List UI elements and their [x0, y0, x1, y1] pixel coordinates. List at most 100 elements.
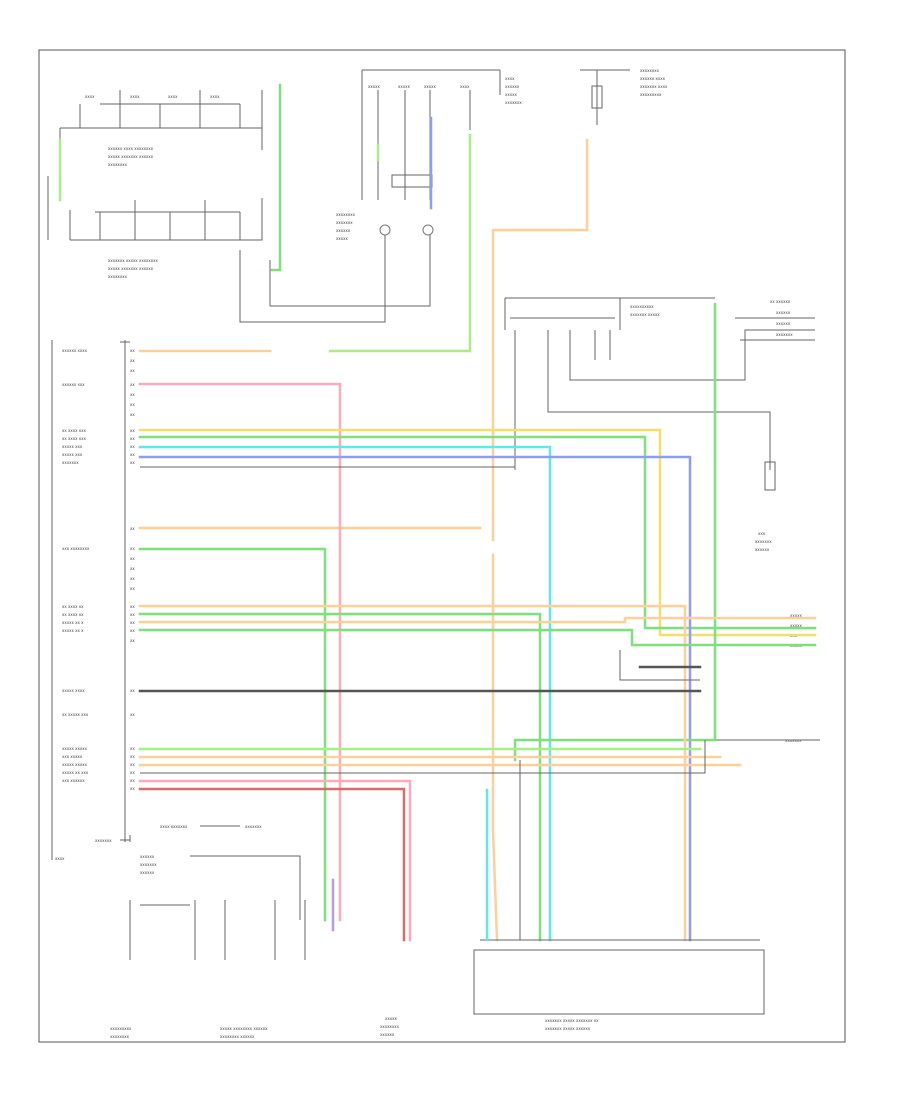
- svg-text:xxxx: xxxx: [55, 856, 65, 861]
- svg-text:xxxxx xxxxx: xxxxx xxxxx: [62, 746, 88, 751]
- svg-text:xxxx xxxxxxx: xxxx xxxxxxx: [160, 824, 188, 829]
- svg-text:xx xxxx xx: xx xxxx xx: [62, 604, 84, 609]
- svg-text:xxxxxx: xxxxxx: [380, 1032, 395, 1037]
- wire-orange-mid-2: [138, 616, 817, 624]
- svg-text:xxxxx: xxxxx: [385, 1016, 397, 1021]
- svg-text:xxxxx xxxxxxx xxxxxx: xxxxx xxxxxxx xxxxxx: [108, 266, 154, 271]
- svg-text:xxxxxxxx: xxxxxxxx: [108, 162, 128, 167]
- wire-green-serial-data-2: [328, 133, 472, 353]
- wire-orange-right: [491, 138, 589, 542]
- svg-text:xx: xx: [130, 526, 135, 531]
- svg-text:xx: xx: [130, 586, 135, 591]
- svg-text:xx: xx: [130, 436, 135, 441]
- svg-text:xx: xx: [130, 556, 135, 561]
- svg-text:xxxxxxx xxxxx xxxxxx: xxxxxxx xxxxx xxxxxx: [545, 1026, 591, 1031]
- wire-gray-low: [140, 740, 706, 774]
- svg-text:xx xxxx xx: xx xxxx xx: [62, 612, 84, 617]
- svg-text:xxxxx: xxxxx: [505, 92, 517, 97]
- svg-text:xxxxx: xxxxx: [790, 623, 802, 628]
- svg-text:xxxxxxxx: xxxxxxxx: [640, 68, 660, 73]
- svg-text:xxxxx xxxxxxx xxxxxx: xxxxx xxxxxxx xxxxxx: [108, 154, 154, 159]
- wire-orange-mid: [138, 604, 687, 942]
- svg-text:xxxxx: xxxxx: [790, 613, 802, 618]
- ground-wire-top: [239, 232, 386, 323]
- svg-text:xx xxxx xxx: xx xxxx xxx: [62, 428, 86, 433]
- wire-green-mid: [138, 612, 542, 942]
- svg-text:xxxxxxxx: xxxxxxxx: [380, 1024, 400, 1029]
- svg-text:xxxxxxxx: xxxxxxxx: [108, 274, 128, 279]
- svg-text:xxxxxxxx: xxxxxxxx: [110, 1034, 130, 1039]
- svg-text:xxxx: xxxx: [460, 84, 470, 89]
- svg-text:xx: xx: [130, 392, 135, 397]
- ground-wire-top-2: [269, 232, 431, 307]
- svg-text:xxxxx: xxxxx: [424, 84, 436, 89]
- svg-text:xxxx: xxxx: [130, 94, 140, 99]
- wire-pink: [138, 382, 342, 922]
- svg-text:xx xxxxx xxx: xx xxxxx xxx: [62, 712, 89, 717]
- svg-text:xxxxx xx xxx: xxxxx xx xxx: [62, 770, 89, 775]
- svg-text:xxxxx xxx: xxxxx xxx: [62, 444, 83, 449]
- svg-text:xxxxxxx: xxxxxxx: [755, 539, 772, 544]
- wire-green-lower: [138, 547, 327, 922]
- svg-text:xx: xx: [130, 754, 135, 759]
- right-steering-wheel-switch-assembly: xxxxxxx xxxxx xxxxxxxx xxxxx xxxxxxx xxx…: [69, 198, 263, 279]
- svg-text:xxxxxxx xxxxx xxxxxxx xx: xxxxxxx xxxxx xxxxxxx xx: [545, 1018, 599, 1023]
- wire-gray-mid: [619, 650, 700, 681]
- svg-text:xxxxx xx x: xxxxx xx x: [62, 620, 84, 625]
- svg-text:xxx: xxx: [758, 531, 766, 536]
- svg-text:xxx xxxxxx: xxx xxxxxx: [62, 778, 85, 783]
- svg-text:xxxxxx xxxx: xxxxxx xxxx: [640, 76, 666, 81]
- svg-text:xxxxxx xxxx xxxxxxxx: xxxxxx xxxx xxxxxxxx: [108, 146, 154, 151]
- svg-text:xxxxxx xxx: xxxxxx xxx: [62, 382, 85, 387]
- svg-text:xxxxxxx: xxxxxxx: [776, 332, 793, 337]
- svg-text:xxxxxx: xxxxxx: [776, 321, 791, 326]
- svg-text:xxxxxxx: xxxxxxx: [505, 100, 522, 105]
- svg-text:xxxxxx: xxxxxx: [776, 310, 791, 315]
- connector-pin-1: [379, 224, 391, 236]
- svg-text:xxxxx xxxxx: xxxxx xxxxx: [62, 762, 88, 767]
- svg-text:xx: xx: [130, 688, 135, 693]
- connector-pin-2: [422, 224, 434, 236]
- svg-text:xx: xx: [130, 566, 135, 571]
- svg-text:xx: xx: [130, 762, 135, 767]
- wire-cyan: [138, 445, 552, 942]
- svg-text:xxxxxxx xxxx: xxxxxxx xxxx: [640, 84, 668, 89]
- wire-pink-low: [138, 779, 412, 942]
- bottom-right-module: xxxxxxx xxxxx xxxxxxx xx xxxxxxx xxxxx x…: [473, 939, 765, 1031]
- svg-text:xxxxx: xxxxx: [336, 236, 348, 241]
- svg-text:xxxxxxxxx: xxxxxxxxx: [640, 92, 662, 97]
- svg-text:xx: xx: [130, 620, 135, 625]
- svg-text:xxxxxx: xxxxxx: [140, 854, 155, 859]
- wire-green-bundle: [138, 435, 817, 630]
- svg-text:xxxxxx: xxxxxx: [336, 228, 351, 233]
- diagram-frame: [38, 49, 846, 1043]
- svg-text:xxxxxxxx xxxxxx: xxxxxxxx xxxxxx: [220, 1034, 255, 1039]
- svg-text:xx: xx: [130, 712, 135, 717]
- svg-text:xx: xx: [130, 368, 135, 373]
- wire-orange-vertical-down: [491, 553, 499, 942]
- svg-text:xxxxxx xxxx: xxxxxx xxxx: [62, 348, 88, 353]
- svg-text:xx: xx: [130, 412, 135, 417]
- svg-text:xxx xxxxx: xxx xxxxx: [62, 754, 83, 759]
- svg-text:xxxxxxx: xxxxxxx: [140, 862, 157, 867]
- wire-green-mid-2: [138, 628, 817, 647]
- svg-text:xx: xx: [130, 428, 135, 433]
- svg-text:xxxxx: xxxxx: [398, 84, 410, 89]
- wire-green-switch: [270, 83, 282, 272]
- svg-text:xxxx: xxxx: [210, 94, 220, 99]
- main-module-connector: xxxxxx xxxx xxxxxx xxx xx xxxx xxxxx xxx…: [51, 340, 135, 861]
- svg-text:xxxxxxxxxx: xxxxxxxxxx: [630, 304, 654, 309]
- wire-blue: [138, 455, 692, 942]
- svg-text:xxxxxxx: xxxxxxx: [336, 220, 353, 225]
- svg-text:xxxxxxxx: xxxxxxxx: [336, 212, 356, 217]
- svg-text:xxxxx: xxxxx: [368, 84, 380, 89]
- svg-text:xxxxx xxxx: xxxxx xxxx: [62, 688, 85, 693]
- svg-text:xxxx: xxxx: [85, 94, 95, 99]
- svg-text:xxxxxx: xxxxxx: [755, 547, 770, 552]
- svg-text:xxxxxxxxx: xxxxxxxxx: [110, 1026, 132, 1031]
- svg-text:xxxxxxx: xxxxxxx: [245, 824, 262, 829]
